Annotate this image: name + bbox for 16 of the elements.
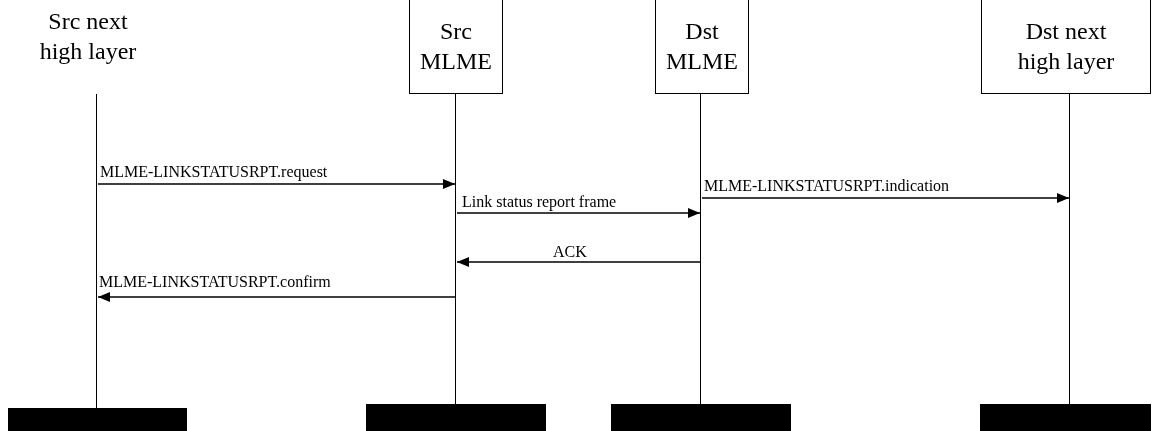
lifeline-end-bar	[366, 404, 546, 431]
lifeline-end-bar	[8, 408, 187, 431]
participant-box: Dst MLME	[655, 0, 749, 94]
message-arrow	[456, 257, 701, 267]
lifeline-end-bar	[980, 404, 1151, 431]
participant-label: Src next high layer	[28, 3, 148, 69]
edge-label: Link status report frame	[462, 193, 617, 211]
message-arrow	[456, 208, 701, 218]
message-arrow	[701, 193, 1070, 203]
lifeline	[96, 94, 98, 408]
edge-label: MLME-LINKSTATUSRPT.request	[100, 163, 328, 181]
lifeline-end-bar	[611, 404, 791, 431]
message-arrow	[97, 179, 456, 189]
message-arrow	[97, 292, 456, 302]
participant-box: Dst next high layer	[981, 0, 1151, 94]
participant-box: Src MLME	[409, 0, 503, 94]
